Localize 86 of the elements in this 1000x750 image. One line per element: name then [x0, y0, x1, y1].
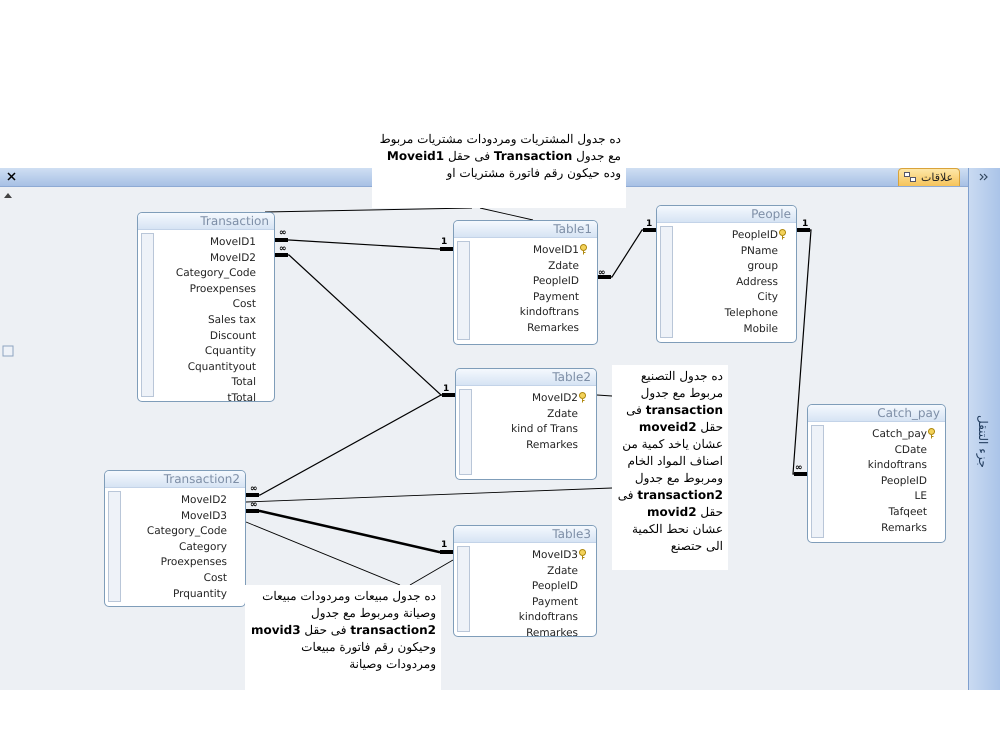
leader-line	[264, 208, 472, 212]
field-name: Cquantityout	[188, 360, 256, 374]
field-name: Mobile	[744, 322, 778, 336]
field-name: Proexpenses	[160, 555, 227, 570]
relationship-line	[598, 228, 656, 279]
field-name: Remarkes	[527, 321, 579, 335]
field-name: MoveID2	[210, 250, 256, 265]
field-name: Tafqeet	[888, 505, 927, 519]
field-name: PeopleID	[732, 228, 778, 242]
cardinality-label: ∞	[795, 463, 802, 473]
field-name: PName	[740, 244, 778, 258]
field-name: Catch_pay	[872, 427, 927, 441]
leader-line	[246, 522, 400, 586]
table-box	[453, 220, 598, 345]
field-name: Category_Code	[176, 266, 256, 280]
pane-title: جزء التنقل	[976, 415, 990, 468]
field-name: Zdate	[547, 406, 578, 421]
field-name: PeopleID	[880, 474, 927, 488]
field-name: Cost	[204, 571, 227, 585]
table-box	[656, 205, 797, 343]
cardinality-label: 1	[441, 540, 448, 550]
field-name: kindoftrans	[520, 305, 579, 320]
field-name: Sales tax	[208, 313, 256, 327]
field-name: MoveID3	[180, 508, 227, 523]
cardinality-label: ∞	[279, 228, 286, 238]
relationship-line	[275, 238, 453, 251]
field-name: kindoftrans	[518, 610, 578, 624]
cardinality-label: 1	[802, 219, 808, 229]
field-name: Remarks	[881, 520, 927, 535]
field-name: Prquantity	[172, 586, 227, 601]
field-name: PeopleID	[532, 579, 578, 594]
field-name: kindoftrans	[868, 458, 927, 472]
cardinality-label: ∞	[598, 268, 606, 278]
table-box	[455, 368, 597, 480]
field-name: MoveID1	[210, 235, 256, 249]
field-name: Category	[179, 540, 227, 554]
relationship-line	[246, 509, 453, 554]
field-name: Remarkes	[526, 626, 578, 636]
field-name: Remarkes	[526, 438, 578, 452]
cardinality-label: ∞	[279, 244, 286, 254]
table-title: People	[657, 206, 796, 223]
relationship-line	[792, 228, 812, 476]
leader-line	[480, 208, 534, 220]
field-name: tTotal	[227, 391, 256, 401]
field-name: Discount	[210, 328, 256, 343]
cardinality-label: ∞	[250, 484, 258, 494]
table-title: Table3	[454, 526, 596, 543]
cardinality-label: ∞	[250, 500, 258, 510]
field-name: CDate	[894, 442, 927, 457]
field-name: PeopleID	[532, 274, 579, 288]
field-name: Address	[736, 274, 778, 289]
table-box	[453, 525, 597, 637]
field-name: Telephone	[724, 306, 778, 320]
table-box	[807, 404, 946, 543]
field-name: MoveID3	[532, 548, 578, 562]
relationship-line	[246, 393, 455, 497]
field-name: Zdate	[548, 258, 579, 273]
leader-line	[246, 488, 612, 502]
table-box	[104, 470, 246, 607]
table-box	[137, 212, 275, 402]
cardinality-label: 1	[443, 384, 450, 394]
field-name: group	[748, 259, 778, 274]
field-name: Category_Code	[146, 524, 227, 538]
field-name: kind of Trans	[511, 422, 578, 436]
field-name: Payment	[533, 290, 579, 304]
field-name: Proexpenses	[190, 282, 256, 296]
tab: علاقات	[898, 168, 960, 186]
table-title: Table1	[454, 221, 597, 238]
table-title: Transaction2	[105, 471, 245, 488]
leader-line	[410, 560, 454, 586]
field-name: MoveID2	[180, 493, 227, 507]
field-name: LE	[914, 489, 927, 504]
table-title: Table2	[456, 369, 596, 386]
field-name: City	[757, 290, 778, 304]
table-title: Catch_pay	[808, 405, 945, 422]
leader-line	[596, 394, 612, 396]
field-name: Cquantity	[204, 344, 256, 358]
field-name: MoveID2	[532, 391, 578, 405]
field-name: Total	[231, 375, 256, 390]
field-name: Zdate	[547, 564, 578, 578]
cardinality-label: 1	[646, 219, 652, 229]
cardinality-label: 1	[441, 237, 448, 247]
field-name: MoveID1	[532, 243, 579, 257]
table-title: Transaction	[138, 213, 274, 230]
field-name: Cost	[232, 297, 256, 312]
field-name: Payment	[532, 594, 578, 609]
